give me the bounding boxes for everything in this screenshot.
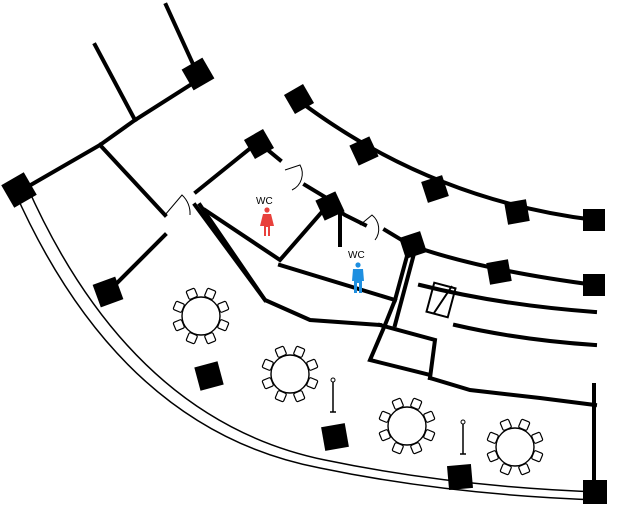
shaft-box	[425, 281, 457, 319]
woman-icon	[260, 207, 274, 236]
wall	[92, 42, 138, 123]
wall	[197, 202, 383, 328]
round-table	[172, 287, 230, 345]
restroom-men: WC	[348, 250, 365, 293]
column	[583, 274, 605, 296]
column	[421, 175, 449, 203]
round-table	[378, 397, 436, 455]
column	[486, 259, 512, 285]
wall	[417, 282, 598, 315]
column	[446, 463, 474, 491]
column	[243, 128, 275, 160]
man-icon	[352, 262, 364, 293]
door-swing	[164, 194, 191, 216]
column	[92, 276, 124, 308]
wall	[377, 322, 438, 381]
door-swing	[359, 214, 380, 241]
column	[321, 423, 349, 451]
column	[349, 136, 379, 166]
wall	[367, 297, 433, 378]
table-top	[181, 296, 221, 336]
column	[583, 209, 605, 231]
column	[1, 172, 37, 208]
restroom-women: WC	[256, 196, 274, 236]
wall	[107, 232, 168, 293]
table-top	[270, 354, 310, 394]
columns	[1, 57, 607, 504]
wc-label: WC	[256, 196, 273, 207]
shaft-cross	[433, 285, 453, 314]
stanchions	[330, 377, 466, 455]
column	[283, 83, 315, 115]
wall	[19, 77, 201, 193]
walls	[19, 2, 598, 492]
wall	[277, 242, 413, 303]
wall	[427, 375, 598, 408]
column	[315, 191, 345, 221]
wall	[295, 97, 598, 223]
wall	[202, 202, 331, 263]
shaft-symbol	[425, 281, 457, 319]
column	[194, 361, 224, 391]
table-top	[495, 427, 535, 467]
dining-tables	[172, 287, 544, 476]
round-table	[486, 418, 544, 476]
column	[504, 199, 530, 225]
wall	[452, 322, 598, 348]
wall	[392, 247, 418, 328]
column	[399, 231, 427, 259]
wall	[97, 142, 168, 218]
door-swing	[284, 164, 303, 191]
stanchion	[460, 419, 466, 455]
doors	[164, 164, 380, 241]
table-top	[387, 406, 427, 446]
stanchion	[330, 377, 336, 413]
round-table	[261, 345, 319, 403]
column	[583, 480, 607, 504]
column	[181, 57, 215, 91]
wc-label: WC	[348, 250, 365, 261]
